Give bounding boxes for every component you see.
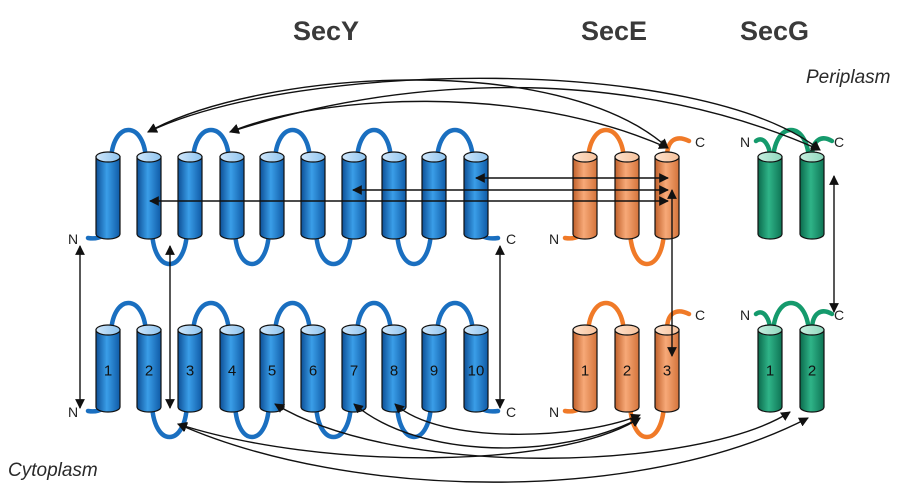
sece-helix-3-bottom: 3 [654, 324, 680, 413]
sece-n-terminus-label: N [549, 231, 559, 247]
secy-c-terminus-label: C [506, 404, 516, 420]
secg-helix-2-top [799, 151, 825, 240]
arrow-secy8-sece2-bottom [394, 403, 641, 435]
secy-helix-8-bottom: 8 [381, 324, 407, 413]
labels-layer: N C N C N C N C N C N C [68, 134, 844, 420]
sece-helix-number: 1 [581, 363, 589, 380]
secy-helix-3-top [177, 151, 203, 240]
arrow-secy5-secg-bottom [274, 403, 791, 459]
sece-title: SecE [581, 16, 647, 46]
secy-n-terminus-label: N [68, 404, 78, 420]
secy-helix-number: 5 [268, 363, 276, 380]
sece-helix-2-top [614, 151, 640, 240]
sece-n-terminus-label: N [549, 404, 559, 420]
secy-helix-4-top [219, 151, 245, 240]
sece-c-terminus-label: C [695, 307, 705, 323]
secy-helix-8-top [381, 151, 407, 240]
secy-helix-4-bottom: 4 [219, 324, 245, 413]
secy-helix-6-top [300, 151, 326, 240]
cytoplasm-label: Cytoplasm [8, 460, 98, 481]
secy-loops-bottom [108, 300, 476, 440]
arrow-secy4-sece3-top [229, 100, 669, 149]
secy-loops-top [108, 127, 476, 267]
arrow-secy2-secg2-bottom [177, 417, 809, 483]
secy-helix-7-top [341, 151, 367, 240]
secy-helix-7-bottom: 7 [341, 324, 367, 413]
secg-helix-1-top [757, 151, 783, 240]
arrow-secy2-sece3-top [147, 79, 669, 149]
secy-helix-number: 2 [145, 363, 153, 380]
arrow-secy2-secg2-top [147, 77, 821, 151]
secy-n-terminus-label: N [68, 231, 78, 247]
secy-helix-number: 8 [390, 363, 398, 380]
arrow-secy2-sece2-bottom [177, 417, 641, 459]
secg-loops-bottom [770, 300, 812, 339]
secy-c-terminus-label: C [506, 231, 516, 247]
crosslink-arrows [75, 77, 839, 483]
secy-helix-5-top [259, 151, 285, 240]
secy-helix-2-top [136, 151, 162, 240]
sece-helix-number: 3 [663, 363, 671, 380]
secy-helix-number: 4 [228, 363, 236, 380]
arrow-secy7-sece2-bottom [353, 403, 641, 449]
secy-helix-6-bottom: 6 [300, 324, 326, 413]
helices-layer: 1 2 3 4 5 6 7 8 9 10 1 2 3 1 2 [95, 151, 825, 413]
secy-helix-10-top [463, 151, 489, 240]
secy-helix-number: 1 [104, 363, 112, 380]
periplasm-label: Periplasm [806, 67, 890, 88]
sece-helix-number: 2 [623, 363, 631, 380]
secg-helix-number: 1 [766, 363, 774, 380]
secg-helix-2-bottom: 2 [799, 324, 825, 413]
secg-helix-1-bottom: 1 [757, 324, 783, 413]
secy-helix-1-top [95, 151, 121, 240]
arrow-secy4-secg2-top [229, 86, 821, 151]
sece-helix-1-bottom: 1 [572, 324, 598, 413]
secy-helix-number: 7 [350, 363, 358, 380]
secg-title: SecG [740, 16, 809, 46]
sece-c-terminus-label: C [695, 134, 705, 150]
sece-helix-1-top [572, 151, 598, 240]
secg-c-terminus-label: C [834, 307, 844, 323]
secy-helix-3-bottom: 3 [177, 324, 203, 413]
secy-helix-9-top [421, 151, 447, 240]
secy-helix-2-bottom: 2 [136, 324, 162, 413]
secy-helix-number: 10 [468, 363, 485, 380]
secy-helix-number: 9 [430, 363, 438, 380]
secg-n-terminus-label: N [740, 307, 750, 323]
secy-title: SecY [293, 16, 359, 46]
sece-helix-3-top [654, 151, 680, 240]
sece-helix-2-bottom: 2 [614, 324, 640, 413]
secy-helix-number: 6 [309, 363, 317, 380]
secy-helix-9-bottom: 9 [421, 324, 447, 413]
secy-helix-1-bottom: 1 [95, 324, 121, 413]
secy-helix-5-bottom: 5 [259, 324, 285, 413]
secg-c-terminus-label: C [834, 134, 844, 150]
secg-helix-number: 2 [808, 363, 816, 380]
secy-helix-10-bottom: 10 [463, 324, 489, 413]
secy-helix-number: 3 [186, 363, 194, 380]
secg-n-terminus-label: N [740, 134, 750, 150]
